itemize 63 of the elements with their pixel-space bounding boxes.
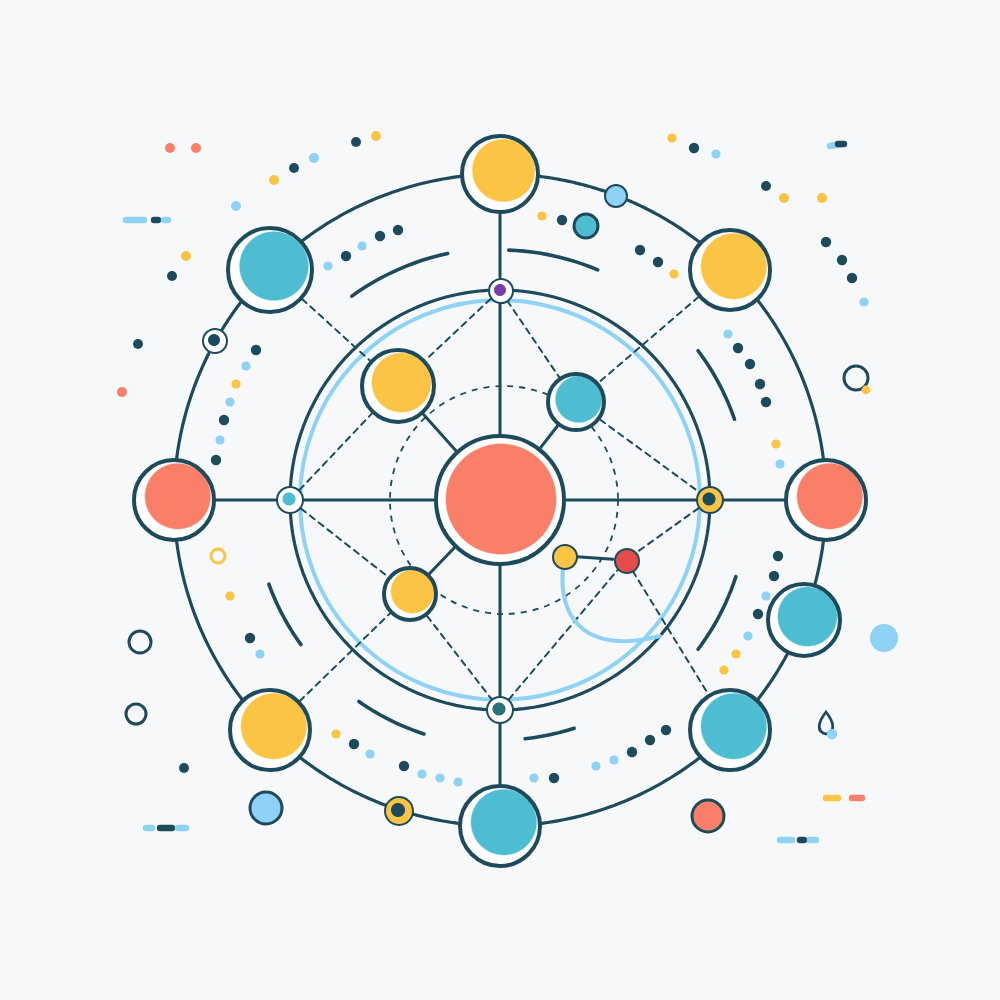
orbit-arc bbox=[813, 540, 825, 585]
orbit-arc bbox=[175, 351, 211, 460]
network-node bbox=[382, 566, 438, 622]
orbit-arc bbox=[756, 652, 789, 701]
orbit-arc bbox=[756, 299, 825, 460]
network-node bbox=[132, 458, 216, 542]
connector-line bbox=[575, 555, 615, 561]
dashed-connector bbox=[508, 568, 619, 701]
dashed-connector bbox=[301, 298, 371, 362]
connector-line bbox=[722, 498, 786, 502]
small-node bbox=[604, 183, 629, 208]
dashed-connector bbox=[631, 570, 710, 696]
dashed-connector bbox=[597, 295, 700, 384]
connector-line bbox=[302, 498, 436, 502]
junction-node bbox=[486, 696, 514, 724]
connector-line bbox=[427, 546, 456, 576]
dashed-connector bbox=[300, 507, 389, 578]
dashed-connector bbox=[599, 418, 700, 493]
dashed-connector bbox=[424, 297, 492, 361]
connector-line bbox=[498, 564, 502, 698]
network-node bbox=[460, 134, 540, 214]
orbit-arc bbox=[219, 301, 243, 333]
network-node bbox=[784, 458, 868, 542]
connector-line bbox=[498, 212, 502, 279]
network-node bbox=[765, 581, 842, 658]
orbit-arc bbox=[175, 540, 244, 701]
orbit-arc bbox=[511, 288, 712, 488]
network-node bbox=[227, 688, 312, 773]
dashed-connector bbox=[426, 615, 493, 700]
dashed-connector bbox=[506, 299, 561, 379]
connector-line bbox=[214, 498, 278, 502]
network-node bbox=[546, 372, 606, 432]
orbit-arc bbox=[512, 512, 712, 712]
dashed-connector bbox=[298, 612, 391, 703]
connector-line bbox=[421, 412, 458, 453]
connector-line bbox=[498, 722, 502, 786]
junction-node bbox=[487, 277, 513, 303]
connector-line bbox=[498, 301, 502, 436]
orbit-arc bbox=[301, 174, 462, 243]
network-node bbox=[688, 227, 773, 312]
junction-node bbox=[384, 795, 415, 826]
orbit-arc bbox=[538, 174, 608, 194]
orbit-arc bbox=[299, 756, 387, 807]
small-node bbox=[613, 547, 639, 573]
connector-line bbox=[538, 424, 560, 450]
junction-node bbox=[696, 486, 724, 514]
network-node bbox=[458, 784, 542, 868]
network-node bbox=[688, 688, 773, 773]
hub-node bbox=[434, 434, 566, 566]
orbit-arc bbox=[412, 812, 460, 825]
dashed-connector bbox=[635, 507, 700, 554]
orbit-arc bbox=[288, 288, 489, 488]
network-node bbox=[225, 225, 314, 314]
orbit-arc bbox=[288, 512, 488, 712]
network-node bbox=[360, 348, 436, 424]
orbit-arc bbox=[626, 198, 701, 244]
connector-line bbox=[564, 498, 698, 502]
curved-connector bbox=[560, 566, 662, 644]
junction-node bbox=[201, 328, 228, 355]
junction-node bbox=[276, 486, 304, 514]
small-node bbox=[551, 543, 577, 569]
orbit-arc bbox=[540, 756, 701, 825]
dashed-connector bbox=[298, 412, 373, 491]
